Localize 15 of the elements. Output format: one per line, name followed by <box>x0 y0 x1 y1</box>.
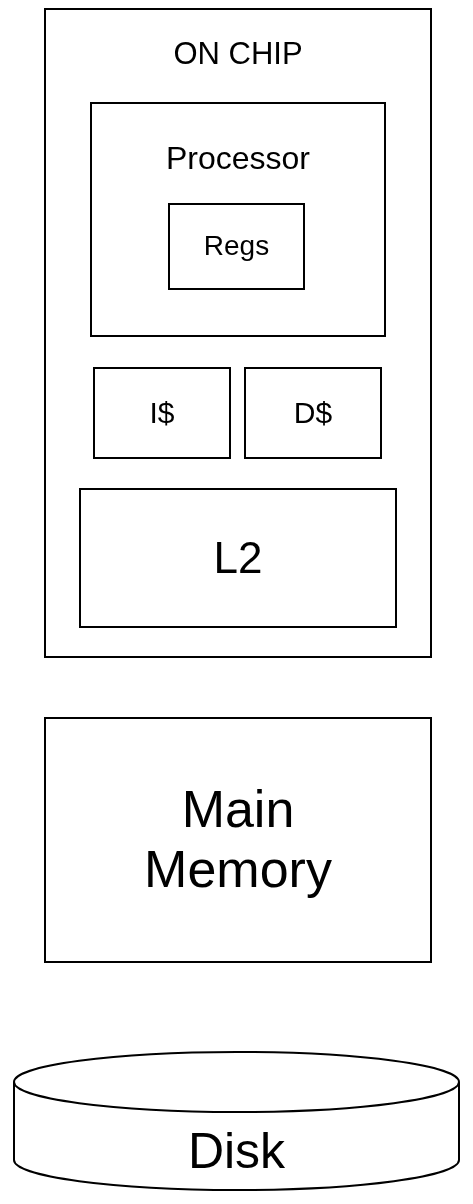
box-label: Disk <box>187 1122 286 1180</box>
cache-box <box>93 367 231 459</box>
box-label: L2 <box>213 532 263 584</box>
box-label: Regs <box>203 230 270 263</box>
processor-box <box>90 102 386 337</box>
memory-box <box>44 717 432 963</box>
register-box <box>168 203 305 290</box>
box-label: I$ <box>149 395 175 431</box>
chip-box <box>44 8 432 658</box>
box-label: Main Memory <box>143 780 333 900</box>
box-label: Processor <box>165 140 310 177</box>
cache-box <box>244 367 382 459</box>
box-label: D$ <box>293 395 333 431</box>
box-label: ON CHIP <box>173 36 303 72</box>
cache-box <box>79 488 397 628</box>
